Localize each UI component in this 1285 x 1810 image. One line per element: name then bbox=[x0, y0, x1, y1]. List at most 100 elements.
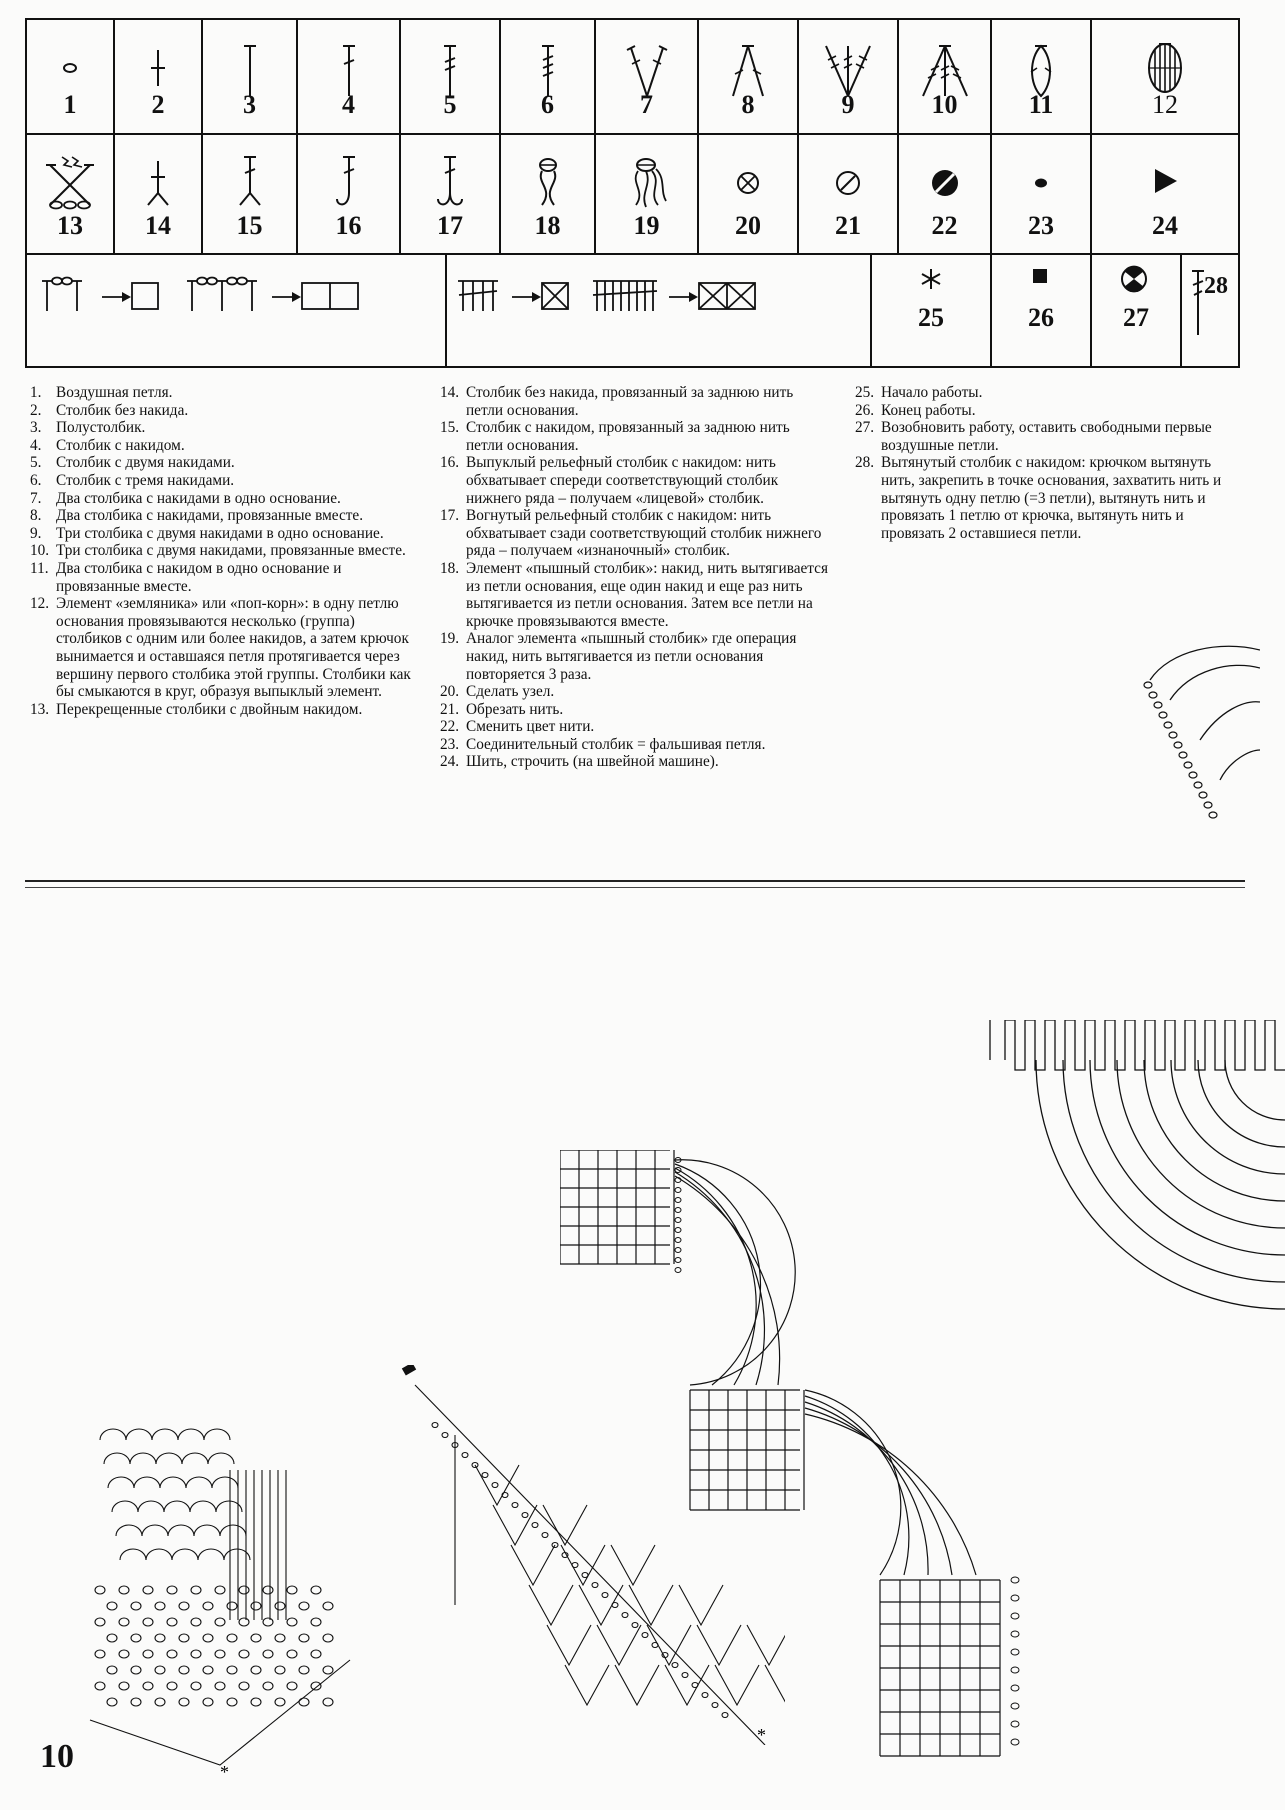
description-text: Столбик с тремя накидами. bbox=[56, 472, 234, 489]
dc2tog-icon bbox=[723, 28, 773, 98]
resume-work-icon bbox=[1116, 259, 1156, 299]
legend-cell-18: 18 bbox=[501, 135, 596, 255]
description-number: 19. bbox=[440, 630, 459, 648]
description-item: 1. Воздушная петля. bbox=[30, 384, 415, 402]
description-text: Сменить цвет нити. bbox=[466, 718, 594, 735]
legend-number: 23 bbox=[992, 211, 1090, 241]
double-crochet-icon bbox=[329, 28, 369, 98]
legend-cell-1: 1 bbox=[27, 20, 115, 135]
legend-stitch-cross-conversion bbox=[447, 255, 872, 366]
symbol-legend-table: 1 2 3 4 5 6 7 8 bbox=[25, 18, 1240, 368]
end-marker bbox=[402, 1365, 416, 1375]
description-item: 2. Столбик без накида. bbox=[30, 402, 415, 420]
change-color-icon bbox=[925, 143, 965, 213]
description-number: 6. bbox=[30, 472, 41, 490]
legend-number: 27 bbox=[1092, 303, 1180, 333]
sc-back-loop-icon bbox=[138, 143, 178, 213]
description-text: Сделать узел. bbox=[466, 683, 554, 700]
description-text: Столбик без накида. bbox=[56, 402, 188, 419]
svg-text:*: * bbox=[220, 1762, 229, 1780]
description-text: Аналог элемента «пышный столбик» где опе… bbox=[466, 630, 796, 682]
legend-cell-23: 23 bbox=[992, 135, 1092, 255]
tr3tog-icon bbox=[915, 28, 975, 98]
legend-cell-7: 7 bbox=[596, 20, 699, 135]
sew-icon bbox=[1145, 143, 1185, 213]
description-number: 26. bbox=[855, 402, 874, 420]
description-item: 21.Обрезать нить. bbox=[440, 701, 830, 719]
description-item: 12.Элемент «земляника» или «поп-корн»: в… bbox=[30, 595, 415, 701]
description-item: 8.Два столбика с накидами, провязанные в… bbox=[30, 507, 415, 525]
description-number: 20. bbox=[440, 683, 459, 701]
v-stitch-icon bbox=[622, 28, 672, 98]
back-post-dc-icon bbox=[430, 143, 470, 213]
legend-cell-8: 8 bbox=[699, 20, 799, 135]
legend-number: 19 bbox=[596, 211, 697, 241]
description-item: 13.Перекрещенные столбики с двойным наки… bbox=[30, 701, 415, 719]
description-number: 24. bbox=[440, 753, 459, 771]
description-text: Элемент «пышный столбик»: накид, нить вы… bbox=[466, 560, 828, 630]
description-text: Возобновить работу, оставить свободными … bbox=[881, 419, 1212, 454]
svg-text:*: * bbox=[757, 1725, 766, 1745]
legend-number: 14 bbox=[115, 211, 201, 241]
description-text: Элемент «земляника» или «поп-корн»: в од… bbox=[56, 595, 411, 700]
front-post-dc-icon bbox=[329, 143, 369, 213]
description-number: 4. bbox=[30, 437, 41, 455]
description-item: 19. Аналог элемента «пышный столбик» где … bbox=[440, 630, 830, 683]
slip-stitch-icon bbox=[1021, 143, 1061, 213]
description-number: 9. bbox=[30, 525, 41, 543]
legend-cell-12: 12 bbox=[1092, 20, 1238, 135]
description-number: 5. bbox=[30, 454, 41, 472]
stitches-to-crossed-box-icon bbox=[447, 255, 872, 355]
legend-number: 13 bbox=[27, 211, 113, 241]
arc-chart-fragment bbox=[1130, 630, 1260, 830]
legend-number: 16 bbox=[298, 211, 399, 241]
description-text: Перекрещенные столбики с двойным накидом… bbox=[56, 701, 362, 718]
description-item: 17.Вогнутый рельефный столбик с накидом:… bbox=[440, 507, 830, 560]
description-text: Начало работы. bbox=[881, 384, 982, 401]
description-number: 22. bbox=[440, 718, 459, 736]
three-tr-one-base-icon bbox=[818, 28, 878, 98]
description-number: 17. bbox=[440, 507, 459, 525]
description-number: 1. bbox=[30, 384, 41, 402]
shell-corner-diagram: * bbox=[80, 1400, 410, 1780]
description-text: Воздушная петля. bbox=[56, 384, 172, 401]
legend-number: 9 bbox=[799, 90, 897, 120]
legend-number: 4 bbox=[298, 90, 399, 120]
legend-number: 6 bbox=[501, 90, 594, 120]
description-number: 25. bbox=[855, 384, 874, 402]
description-column-1: 1. Воздушная петля. 2. Столбик без накида. 3… bbox=[30, 384, 415, 718]
legend-number: 3 bbox=[203, 90, 296, 120]
description-item: 4.Столбик с накидом. bbox=[30, 437, 415, 455]
description-text: Два столбика с накидами, провязанные вме… bbox=[56, 507, 363, 524]
start-asterisk-icon bbox=[911, 259, 951, 299]
half-double-crochet-icon bbox=[230, 28, 270, 98]
legend-number: 10 bbox=[899, 90, 990, 120]
description-number: 15. bbox=[440, 419, 459, 437]
description-text: Выпуклый рельефный столбик с накидом: ни… bbox=[466, 454, 778, 506]
legend-number: 20 bbox=[699, 211, 797, 241]
legend-number: 24 bbox=[1092, 211, 1238, 241]
description-number: 18. bbox=[440, 560, 459, 578]
legend-cell-6: 6 bbox=[501, 20, 596, 135]
knot-icon bbox=[728, 143, 768, 213]
description-text: Шить, строчить (на швейной машине). bbox=[466, 753, 719, 770]
chain-to-grid-icon bbox=[27, 255, 447, 355]
description-text: Два столбика с накидами в одно основание… bbox=[56, 490, 341, 507]
popcorn-icon bbox=[1140, 28, 1190, 98]
description-text: Три столбика с двумя накидами в одно осн… bbox=[56, 525, 384, 542]
description-number: 3. bbox=[30, 419, 41, 437]
description-item: 27.Возобновить работу, оставить свободны… bbox=[855, 419, 1230, 454]
description-item: 20. Сделать узел. bbox=[440, 683, 830, 701]
legend-cell-9: 9 bbox=[799, 20, 899, 135]
legend-cell-11: 11 bbox=[992, 20, 1092, 135]
description-text: Столбик без накида, провязанный за задню… bbox=[466, 384, 793, 419]
legend-number: 11 bbox=[992, 90, 1090, 120]
description-item: 22. Сменить цвет нити. bbox=[440, 718, 830, 736]
treble-crochet-icon bbox=[430, 28, 470, 98]
legend-cell-10: 10 bbox=[899, 20, 992, 135]
legend-cell-16: 16 bbox=[298, 135, 401, 255]
legend-number: 26 bbox=[992, 303, 1090, 333]
description-item: 5.Столбик с двумя накидами. bbox=[30, 454, 415, 472]
dc-back-loop-icon bbox=[230, 143, 270, 213]
description-number: 2. bbox=[30, 402, 41, 420]
